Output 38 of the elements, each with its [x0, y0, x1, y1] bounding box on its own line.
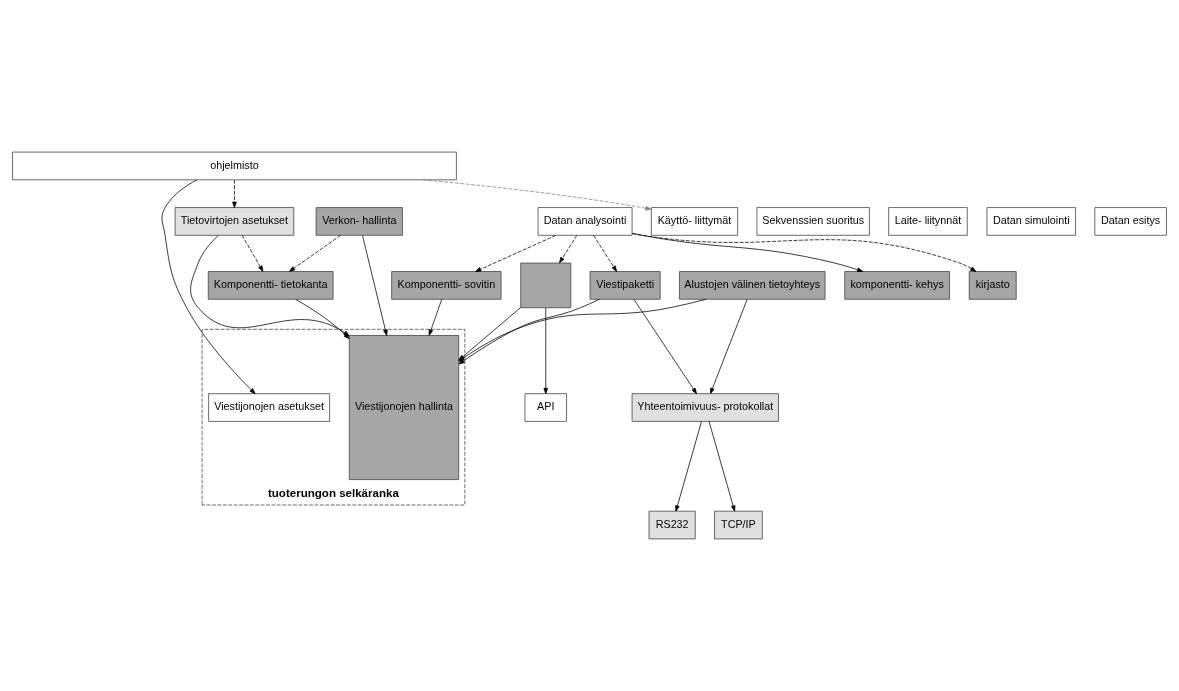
arrow	[633, 298, 697, 395]
arrow	[475, 235, 557, 272]
node-box: Laite- liitynnät	[888, 207, 968, 236]
arrow	[161, 179, 256, 395]
node-box: Datan analysointi	[537, 207, 633, 236]
node-box: Komponentti- tietokanta	[207, 271, 334, 300]
node-box: kirjasto	[968, 271, 1017, 300]
node-box: Datan esitys	[1094, 207, 1167, 236]
node-box: komponentti- kehys	[844, 271, 950, 300]
node-box: Viestijonojen hallinta	[348, 335, 460, 480]
node-box: RS232	[648, 510, 696, 540]
node-box	[520, 262, 572, 309]
node-box: Verkon- hallinta	[315, 207, 403, 236]
node-box: ohjelmisto	[12, 151, 457, 181]
arrow	[559, 235, 578, 264]
arrow	[543, 307, 549, 395]
arrow	[675, 421, 702, 512]
arrow	[428, 298, 443, 336]
node-box: Viestijonojen asetukset	[208, 393, 330, 422]
node-box: API	[524, 393, 567, 422]
node-box: Yhteentoimivuus- protokollat	[631, 393, 779, 422]
arrow	[362, 235, 388, 336]
arrow	[710, 298, 748, 395]
node-box: Tietovirtojen asetukset	[174, 207, 295, 236]
arrow	[422, 179, 652, 211]
node-box: TCP/IP	[714, 510, 763, 540]
arrow	[593, 235, 618, 272]
arrow	[232, 179, 237, 208]
arrow	[708, 421, 736, 512]
node-box: Käyttö- liittymät	[650, 207, 739, 236]
node-box: Sekvenssien suoritus	[756, 207, 870, 236]
node-box: Datan simulointi	[986, 207, 1076, 236]
node-box: Alustojen välinen tietoyhteys	[679, 271, 826, 300]
node-box: Viestipaketti	[589, 271, 661, 300]
node-box: Komponentti- sovitin	[391, 271, 502, 300]
arrow	[241, 235, 264, 272]
arrow	[631, 233, 977, 272]
arrow	[289, 235, 341, 272]
